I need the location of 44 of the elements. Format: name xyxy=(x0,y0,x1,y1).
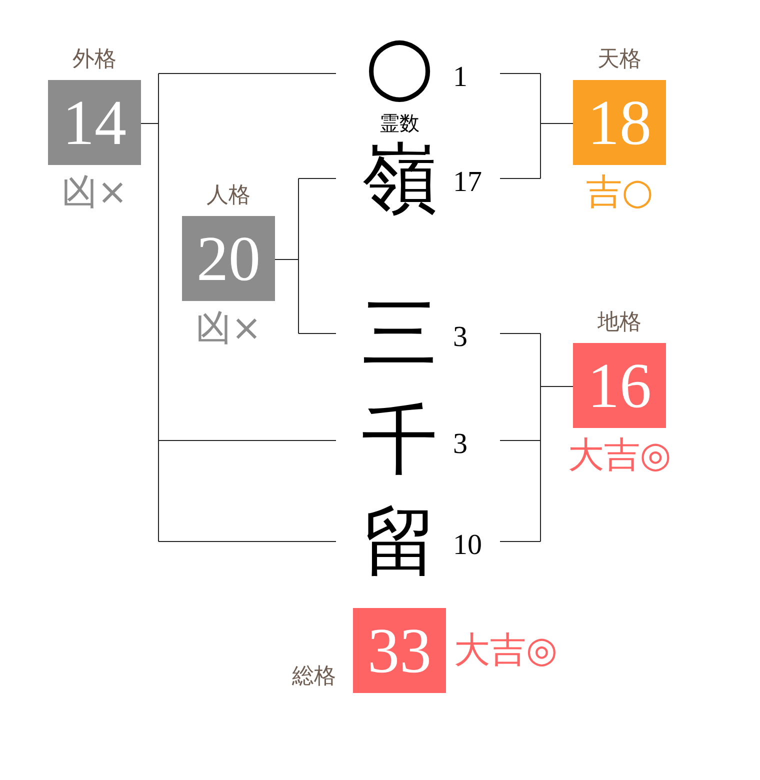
score-box: 14 xyxy=(48,80,141,165)
connector-line xyxy=(500,333,541,334)
stroke-count: 17 xyxy=(453,166,482,198)
name-character: 留 xyxy=(362,503,438,579)
score-box: 20 xyxy=(182,216,275,301)
connector-line xyxy=(500,73,541,74)
verdict-label: 凶× xyxy=(61,173,128,213)
verdict-label: 大吉◎ xyxy=(454,630,558,670)
stroke-count: 3 xyxy=(453,428,468,460)
grade-label: 天格 xyxy=(598,48,642,72)
connector-line xyxy=(540,333,541,542)
connector-line xyxy=(158,73,336,74)
connector-line xyxy=(500,440,541,441)
connector-line xyxy=(298,178,299,334)
connector-line xyxy=(540,73,541,179)
note-label: 霊数 xyxy=(380,112,420,134)
name-character: ○ xyxy=(364,25,434,105)
verdict-label: 凶× xyxy=(195,309,262,349)
connector-line xyxy=(540,123,574,124)
verdict-label: 吉○ xyxy=(586,173,654,213)
connector-line xyxy=(298,178,336,179)
score-box: 18 xyxy=(573,80,666,165)
name-character: 三 xyxy=(362,295,438,371)
connector-line xyxy=(298,333,336,334)
grade-label: 総格 xyxy=(292,665,336,689)
connector-line xyxy=(140,123,159,124)
connector-line xyxy=(500,178,541,179)
connector-line xyxy=(274,259,299,260)
connector-line xyxy=(158,440,336,441)
score-box: 33 xyxy=(353,608,446,693)
connector-line xyxy=(158,73,159,542)
stroke-count: 3 xyxy=(453,321,468,353)
name-character: 千 xyxy=(362,402,438,478)
grade-label: 人格 xyxy=(206,184,250,208)
score-box: 16 xyxy=(573,343,666,428)
grade-label: 外格 xyxy=(72,48,116,72)
stroke-count: 1 xyxy=(453,61,468,93)
name-character: 嶺 xyxy=(362,140,438,216)
connector-line xyxy=(158,541,336,542)
stroke-count: 10 xyxy=(453,529,482,561)
connector-line xyxy=(540,386,574,387)
verdict-label: 大吉◎ xyxy=(568,436,672,476)
grade-label: 地格 xyxy=(598,311,642,335)
connector-line xyxy=(500,541,541,542)
